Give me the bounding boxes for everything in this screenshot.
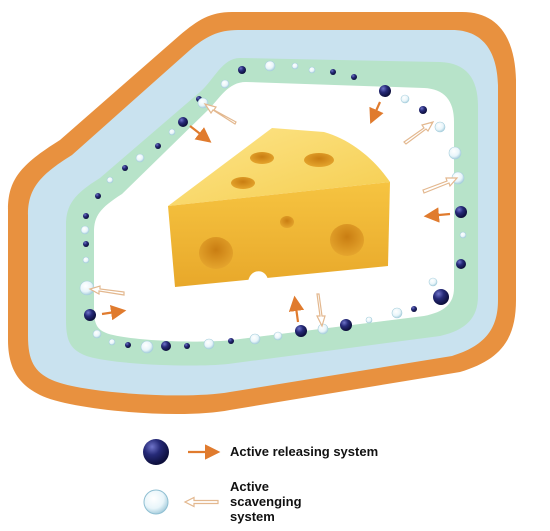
releasing-bead: [125, 342, 131, 348]
scavenge-arrow: [422, 177, 459, 194]
scavenging-arrows: [88, 102, 459, 328]
scavenge-arrow: [403, 121, 435, 145]
legend-scavenging: Active scavenging system: [140, 479, 340, 525]
releasing-bead: [455, 206, 467, 218]
cheese-notch: [248, 271, 268, 282]
scavenging-bead: [203, 338, 215, 350]
cheese-hole: [199, 237, 233, 269]
scavenging-bead: [434, 121, 446, 133]
scavenging-bead: [92, 329, 102, 339]
scavenging-bead: [140, 340, 154, 354]
releasing-bead: [456, 259, 466, 269]
scavenging-bead: [400, 94, 410, 104]
releasing-bead: [155, 143, 161, 149]
scavenging-bead: [135, 153, 145, 163]
legend-scavenging-label: Active scavenging system: [230, 479, 302, 524]
releasing-bead: [411, 306, 417, 312]
scavenging-bead: [459, 231, 467, 239]
releasing-bead: [178, 117, 188, 127]
releasing-bead: [84, 309, 96, 321]
light-blue-sphere-icon: [143, 489, 219, 515]
release-arrow: [288, 295, 305, 323]
releasing-bead: [351, 74, 357, 80]
scavenging-bead: [448, 146, 462, 160]
legend-releasing: Active releasing system: [140, 436, 378, 468]
scavenging-bead: [108, 338, 116, 346]
scavenging-bead: [317, 323, 329, 335]
releasing-bead: [122, 165, 128, 171]
cheese-hole: [231, 177, 255, 189]
releasing-bead: [95, 193, 101, 199]
scavenging-bead: [291, 62, 299, 70]
scavenging-beads: [79, 60, 467, 354]
releasing-beads: [83, 66, 467, 351]
release-arrow: [189, 125, 212, 143]
releasing-bead: [83, 213, 89, 219]
scavenge-arrow: [88, 285, 125, 296]
scavenging-bead: [220, 79, 230, 89]
release-arrow: [369, 101, 384, 125]
release-arrow: [423, 207, 451, 223]
releasing-bead: [433, 289, 449, 305]
release-arrow: [101, 305, 127, 321]
releasing-bead: [184, 343, 190, 349]
cheese-hole: [250, 152, 274, 164]
releasing-bead: [419, 106, 427, 114]
scavenging-bead: [80, 225, 90, 235]
scavenging-bead: [308, 66, 316, 74]
releasing-bead: [238, 66, 246, 74]
releasing-bead: [295, 325, 307, 337]
releasing-bead: [330, 69, 336, 75]
releasing-bead: [340, 319, 352, 331]
scavenging-bead: [82, 256, 90, 264]
cheese-hole: [304, 153, 334, 167]
cheese-top-face: [168, 128, 390, 206]
scavenging-bead: [249, 333, 261, 345]
scavenging-bead: [391, 307, 403, 319]
legend-releasing-label: Active releasing system: [230, 443, 379, 459]
releasing-bead: [83, 241, 89, 247]
cheese-hole: [330, 224, 364, 256]
scavenging-bead: [168, 128, 176, 136]
releasing-bead: [379, 85, 391, 97]
scavenging-bead: [264, 60, 276, 72]
scavenging-bead: [428, 277, 438, 287]
scavenging-bead: [273, 331, 283, 341]
scavenge-arrow: [316, 293, 326, 328]
releasing-bead: [228, 338, 234, 344]
cheese-wedge-icon: [168, 128, 390, 287]
scavenging-bead: [365, 316, 373, 324]
releasing-bead: [161, 341, 171, 351]
scavenging-bead: [106, 176, 114, 184]
dark-blue-sphere-icon: [143, 439, 221, 465]
cheese-hole: [280, 216, 294, 228]
releasing-arrows: [101, 101, 451, 323]
scavenge-arrow: [203, 102, 237, 125]
